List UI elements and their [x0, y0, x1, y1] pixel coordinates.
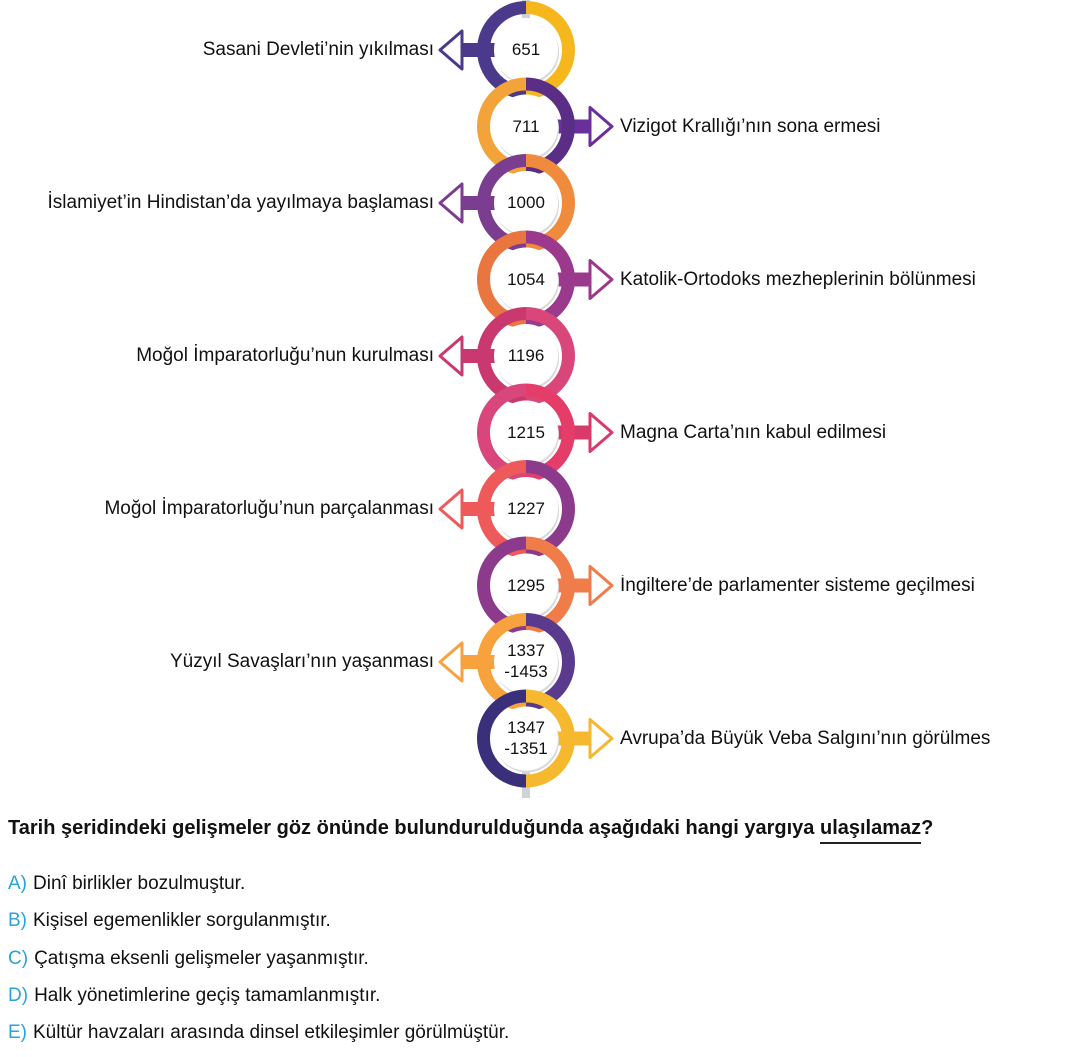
- question-text: Tarih şeridindeki gelişmeler göz önünde …: [8, 817, 820, 839]
- question: Tarih şeridindeki gelişmeler göz önünde …: [8, 817, 934, 844]
- event-year: 1295: [507, 575, 545, 595]
- timeline: 651 Sasani Devleti’nin yıkılması 711 Vizigo…: [47, 0, 991, 798]
- year-disc: [494, 171, 558, 235]
- option-text: Çatışma eksenli gelişmeler yaşanmıştır.: [34, 948, 369, 969]
- option-d[interactable]: D)Halk yönetimlerine geçiş tamamlanmıştı…: [8, 985, 380, 1007]
- ring-right-half: [525, 689, 575, 788]
- year-disc: [494, 247, 558, 312]
- option-e[interactable]: E) Kültür havzaları arasında dinsel etkil…: [8, 1022, 509, 1044]
- option-letter: C): [8, 948, 29, 969]
- event-year: 1054: [507, 269, 545, 289]
- event-label: İngiltere’de parlamenter sisteme geçilme…: [620, 574, 975, 596]
- option-b[interactable]: B) Kişisel egemenlikler sorgulanmıştır.: [8, 910, 331, 932]
- event-year: 1337-1453: [504, 641, 548, 681]
- year-disc: [494, 630, 558, 694]
- arrow-head: [588, 106, 614, 147]
- timeline-graphic: [438, 0, 614, 798]
- year-disc: [494, 18, 558, 82]
- option-letter: B): [8, 910, 27, 931]
- arrow-head: [588, 412, 614, 453]
- year-disc: [494, 477, 558, 541]
- event-year: 1000: [507, 193, 545, 212]
- option-text: Kişisel egemenlikler sorgulanmıştır.: [33, 910, 331, 931]
- arrow-head: [438, 182, 464, 224]
- event-label: Avrupa’da Büyük Veba Salgını’nın görülme…: [620, 727, 991, 749]
- question-end: ?: [921, 817, 934, 839]
- option-letter: E): [8, 1022, 27, 1043]
- event-year: 651: [511, 40, 541, 59]
- year-disc: [494, 553, 558, 618]
- year-disc: [494, 94, 558, 159]
- event-label: Moğol İmparatorluğu’nun kurulması: [136, 345, 434, 366]
- year-disc: [494, 706, 558, 771]
- option-c[interactable]: C)Çatışma eksenli gelişmeler yaşanmıştır…: [8, 948, 369, 970]
- event-label: Vizigot Krallığı’nın sona ermesi: [620, 115, 881, 137]
- event-year: 1347-1351: [504, 717, 548, 758]
- arrow-head: [588, 565, 614, 606]
- event-label: Sasani Devleti’nin yıkılması: [202, 39, 434, 60]
- year-disc: [494, 400, 558, 465]
- event-year: 1227: [507, 499, 545, 518]
- option-text: Kültür havzaları arasında dinsel etkileş…: [33, 1022, 510, 1043]
- event-label: Katolik-Ortodoks mezheplerinin bölünmesi: [620, 268, 976, 290]
- option-text: Halk yönetimlerine geçiş tamamlanmıştır.: [34, 985, 381, 1006]
- question-underlined: ulaşılamaz: [819, 817, 922, 844]
- event-year: 711: [512, 116, 540, 136]
- event-label: Yüzyıl Savaşları’nın yaşanması: [169, 651, 434, 672]
- arrow-head: [438, 335, 464, 377]
- event-year: 1196: [507, 346, 545, 365]
- option-letter: D): [8, 985, 29, 1006]
- arrow-head: [588, 718, 614, 759]
- arrow-head: [588, 259, 614, 300]
- arrow-head: [438, 488, 464, 530]
- event-year: 1215: [507, 422, 545, 442]
- option-text: Dinî birlikler bozulmuştur.: [33, 873, 246, 894]
- arrow-head: [438, 29, 464, 71]
- arrow-head: [438, 641, 464, 683]
- event-label: Moğol İmparatorluğu’nun parçalanması: [104, 498, 434, 519]
- option-letter: A): [8, 873, 27, 894]
- event-label: İslamiyet’in Hindistan’da yayılmaya başl…: [47, 192, 435, 213]
- event-label: Magna Carta’nın kabul edilmesi: [620, 421, 887, 443]
- option-a[interactable]: A) Dinî birlikler bozulmuştur.: [8, 873, 245, 895]
- ring-left-half: [477, 689, 527, 788]
- year-disc: [494, 324, 558, 388]
